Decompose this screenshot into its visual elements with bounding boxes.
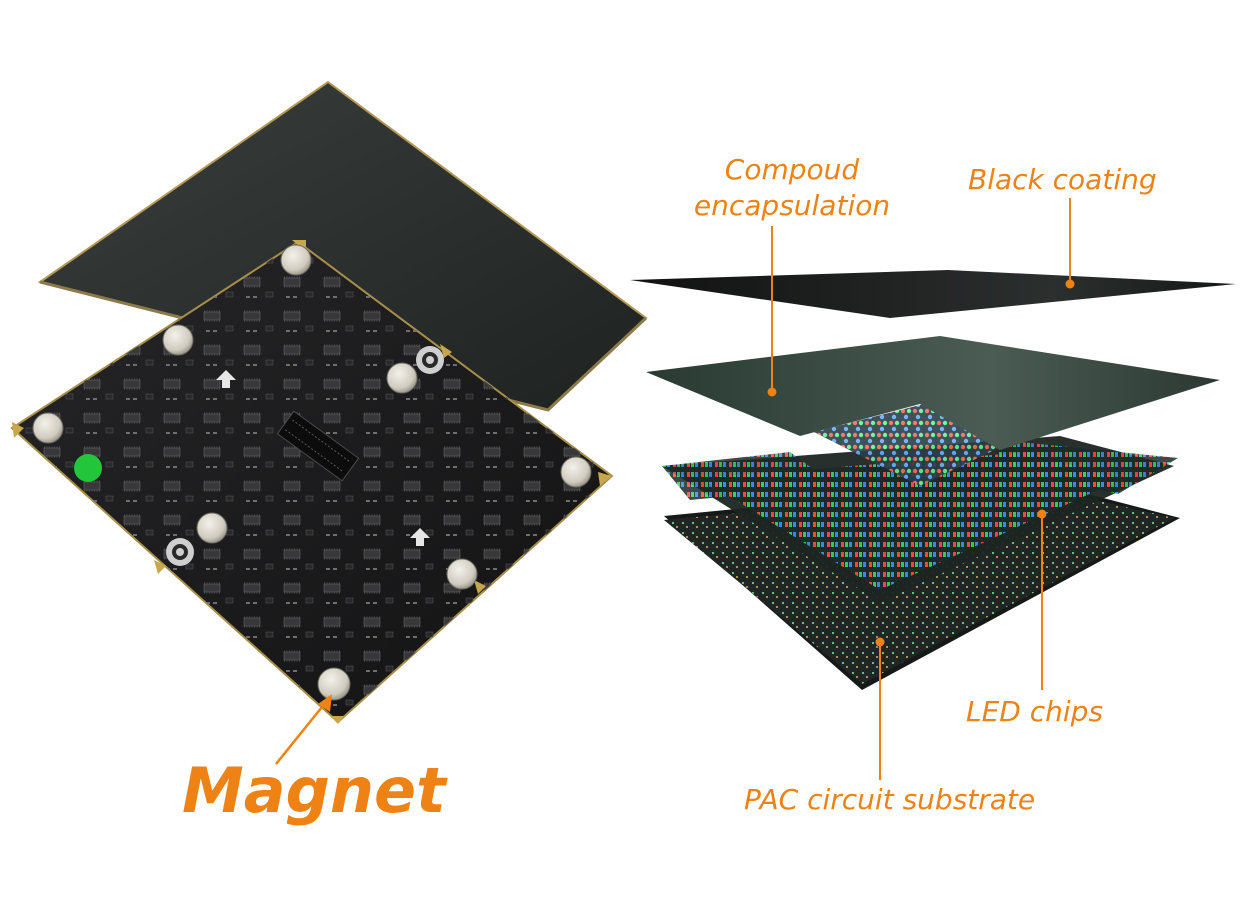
gold-pad (154, 560, 166, 574)
gold-pad (12, 422, 24, 438)
leader-lines (767, 198, 1075, 780)
magnet-leader-arrow (275, 694, 332, 765)
gold-pad (474, 580, 486, 594)
arrow-marking (410, 528, 430, 546)
gold-pad (330, 716, 344, 724)
led-chips-layer (662, 436, 1178, 602)
fiducial-marker (166, 538, 194, 566)
magnet (196, 512, 228, 544)
led-module-back-view (10, 80, 648, 765)
compound-encapsulation-label: Compoud encapsulation (672, 152, 912, 224)
gold-pad (598, 472, 612, 486)
magnet (32, 412, 64, 444)
magnet (162, 324, 194, 356)
pcb-board (10, 240, 614, 724)
compound-encapsulation-layer (646, 336, 1220, 450)
magnet-label: Magnet (182, 754, 446, 827)
magnet (386, 362, 418, 394)
black-coating-label: Black coating (968, 163, 1157, 196)
pac-circuit-substrate-label: PAC circuit substrate (744, 783, 1036, 816)
gold-pad (440, 344, 452, 358)
magnet (560, 456, 592, 488)
black-coating-layer (630, 270, 1236, 318)
arrow-marking (216, 370, 236, 388)
exploded-layers (630, 270, 1236, 690)
led-chips-label: LED chips (966, 695, 1104, 728)
magnet (317, 667, 351, 701)
fiducial-marker (416, 346, 444, 374)
magnet (446, 558, 478, 590)
central-connector (276, 410, 360, 482)
magnet (280, 244, 312, 276)
compound-label-line2: encapsulation (693, 189, 891, 222)
compound-label-line1: Compoud (724, 153, 860, 186)
green-status-dot (74, 454, 102, 482)
